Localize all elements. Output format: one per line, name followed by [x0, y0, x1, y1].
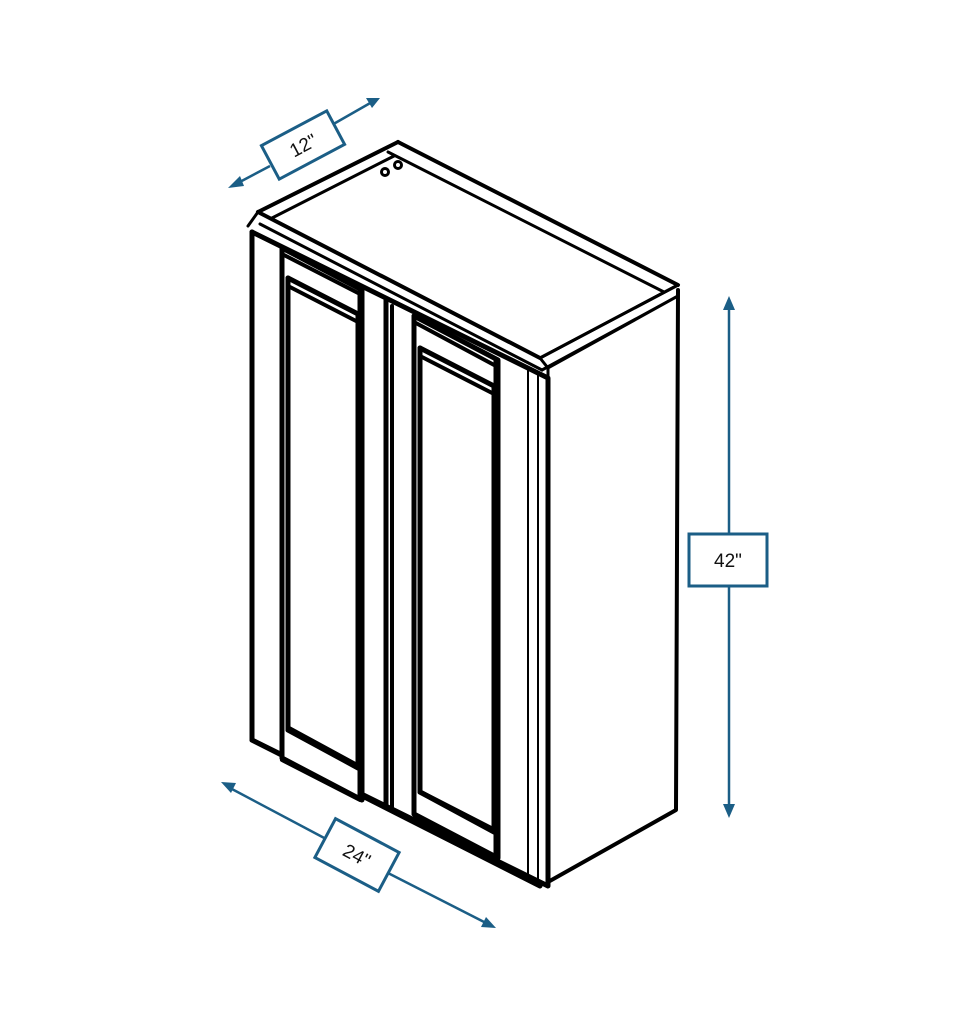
cabinet-side-panel	[546, 288, 680, 884]
dimension-height: 42"	[687, 296, 769, 818]
arrow-head-icon	[481, 917, 496, 928]
center-stile	[383, 297, 394, 810]
arrow-head-icon	[366, 98, 380, 108]
door-left	[279, 245, 365, 803]
arrow-head-icon	[723, 804, 735, 818]
hinge-hole-icon	[380, 167, 390, 177]
dimension-depth: 12"	[228, 98, 380, 188]
arrow-head-icon	[723, 296, 735, 310]
dimension-label-height: 42"	[714, 551, 742, 572]
dimension-width: 24"	[221, 782, 496, 928]
arrow-head-icon	[221, 782, 236, 793]
hinge-hole-icon	[393, 160, 403, 170]
door-right	[411, 313, 501, 862]
cabinet-top	[256, 140, 680, 372]
arrow-head-icon	[228, 176, 244, 188]
cabinet	[246, 140, 680, 889]
